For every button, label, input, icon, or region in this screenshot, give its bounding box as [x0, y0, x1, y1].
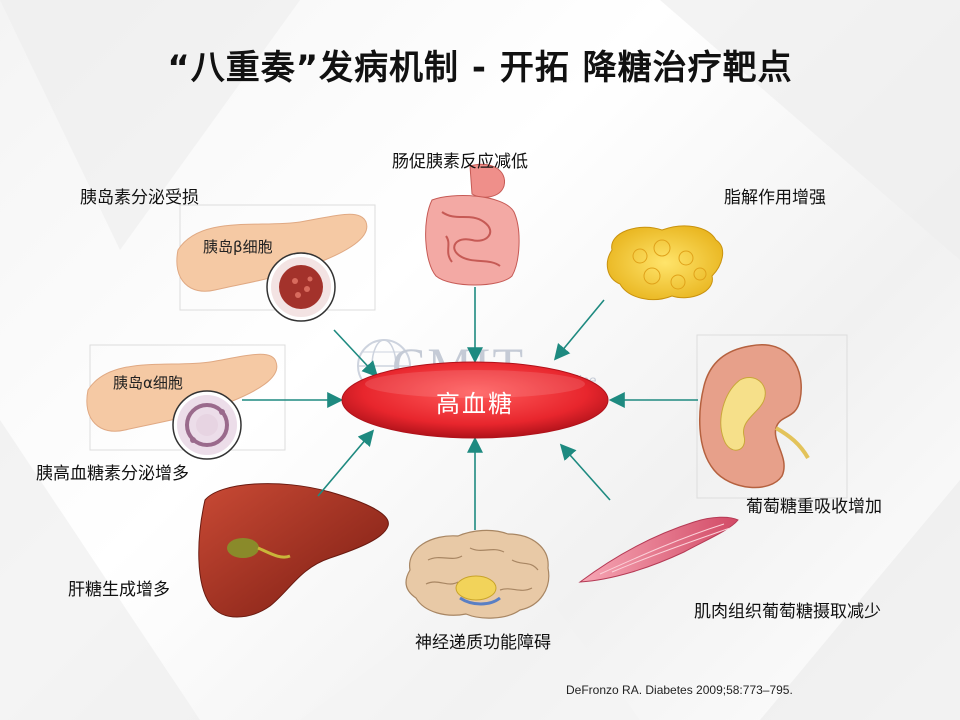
pancreas-alpha-illustration	[86, 344, 286, 460]
label-neuro: 神经递质功能障碍	[415, 633, 551, 653]
adipose-illustration	[606, 225, 724, 300]
arrow-fat	[553, 299, 605, 361]
kidney-illustration	[696, 334, 848, 499]
arrow-liver	[317, 429, 375, 497]
pancreas-beta-illustration	[176, 204, 376, 322]
label-incretin: 肠促胰素反应减低	[392, 152, 528, 172]
intestine-illustration	[425, 163, 520, 286]
label-insulin-secretion: 胰岛素分泌受损	[80, 188, 199, 208]
label-muscle: 肌肉组织葡萄糖摄取减少	[694, 602, 881, 622]
arrow-muscle	[559, 443, 611, 501]
label-beta-cell: 胰岛β细胞	[203, 238, 273, 256]
label-glucagon: 胰高血糖素分泌增多	[36, 464, 189, 484]
label-alpha-cell: 胰岛α细胞	[113, 374, 183, 392]
muscle-illustration	[578, 516, 739, 583]
center-label: 高血糖	[436, 390, 514, 418]
label-hepatic: 肝糖生成增多	[68, 580, 170, 600]
brain-illustration	[405, 529, 550, 619]
label-lipolysis: 脂解作用增强	[724, 188, 826, 208]
page-title: “八重奏”发病机制 - 开拓 降糖治疗靶点	[167, 48, 793, 88]
arrow-beta	[333, 329, 379, 378]
liver-illustration	[198, 483, 389, 618]
citation: DeFronzo RA. Diabetes 2009;58:773–795.	[566, 683, 793, 697]
label-renal: 葡萄糖重吸收增加	[746, 497, 882, 517]
